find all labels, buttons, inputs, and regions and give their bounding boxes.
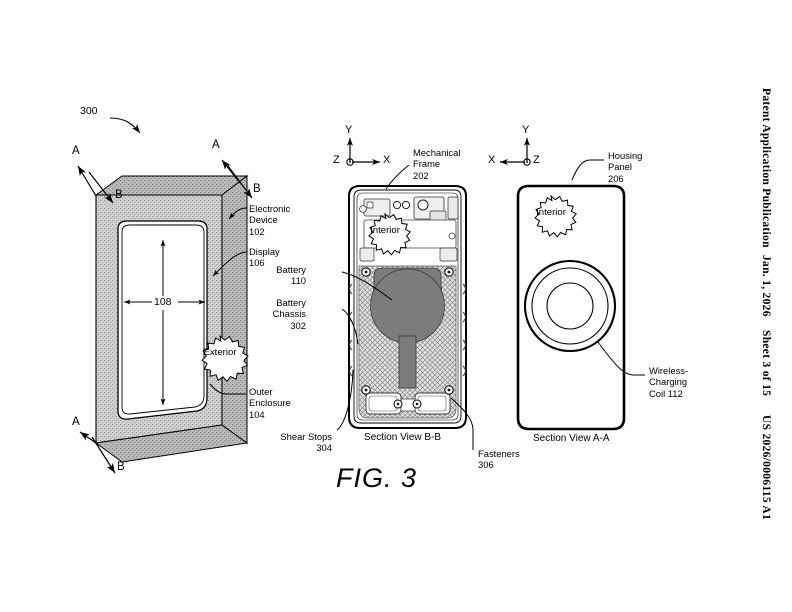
axis-label-z-middle: Z xyxy=(333,154,340,166)
battery-stem xyxy=(398,335,417,389)
section-arrow-b-topleft xyxy=(88,171,114,204)
axis-label-y-middle: Y xyxy=(345,124,353,136)
callout-housing-panel: Housing Panel 206 xyxy=(608,150,643,184)
interior-burst-shape-middle xyxy=(368,212,411,256)
leader-mechanical-frame xyxy=(385,164,410,190)
interior-burst-shape-right xyxy=(534,194,577,238)
device-inner-wall2-middle xyxy=(356,192,459,421)
exterior-burst-shape xyxy=(201,334,249,383)
battery-chassis-outline xyxy=(358,265,457,419)
leader-battery xyxy=(341,271,393,301)
callout-display: Display 106 xyxy=(249,246,280,269)
section-arrow-a-topleft xyxy=(77,165,97,197)
axis-z-dot-right xyxy=(526,161,528,163)
enclosure-right-face xyxy=(221,174,248,444)
figure-caption: FIG. 3 xyxy=(336,463,418,493)
fastener-centers xyxy=(364,270,451,406)
section-arrow-a-topright xyxy=(221,159,241,184)
callout-fasteners: Fasteners 306 xyxy=(478,448,520,471)
leader-electronic-device xyxy=(228,207,248,220)
axis-label-z-right: Z xyxy=(533,154,540,166)
section-view-b-b-title: Section View B-B xyxy=(364,432,442,443)
coil-inner-circle xyxy=(546,282,594,330)
shear-stop-marks xyxy=(349,283,466,377)
leader-shear-stops xyxy=(336,369,354,431)
section-mark-a-topright: A xyxy=(212,139,220,151)
axis-z-circle-right xyxy=(523,158,531,166)
leader-display xyxy=(212,251,248,277)
leader-housing-panel xyxy=(571,159,604,181)
section-mark-a-topleft: A xyxy=(72,145,80,157)
battery-disc xyxy=(370,268,445,344)
callout-battery: Battery 110 xyxy=(276,264,306,287)
axis-z-circle-middle xyxy=(346,158,354,166)
dimension-label-108: 108 xyxy=(154,296,172,308)
section-arrow-b-topright xyxy=(227,165,253,199)
left-perspective-view xyxy=(77,117,253,474)
exterior-burst-label: Exterior xyxy=(203,347,237,358)
leader-fasteners xyxy=(450,397,474,450)
axis-z-dot-middle xyxy=(349,161,351,163)
section-mark-b-topright: B xyxy=(253,183,261,195)
leader-outer-enclosure xyxy=(209,383,246,395)
section-view-a-a-title: Section View A-A xyxy=(533,433,610,444)
coil-mid-circle xyxy=(531,267,609,345)
callout-electronic-device: Electronic Device 102 xyxy=(249,203,291,237)
axis-label-x-middle: X xyxy=(383,154,391,166)
interior-burst-label-middle: Interior xyxy=(370,225,400,236)
axis-label-y-right: Y xyxy=(522,124,530,136)
section-mark-b-topleft: B xyxy=(115,189,123,201)
right-section-view xyxy=(500,138,645,431)
leader-battery-chassis xyxy=(341,308,359,345)
callout-battery-chassis: Battery Chassis 302 xyxy=(272,297,306,331)
figure-number-leader xyxy=(109,117,141,134)
section-arrow-b-bottomleft xyxy=(91,436,116,474)
middle-section-view xyxy=(336,138,474,450)
figure-number-300: 300 xyxy=(80,105,98,117)
callout-outer-enclosure: Outer Enclosure 104 xyxy=(249,386,291,420)
axis-label-x-right: X xyxy=(488,154,496,166)
section-mark-a-bottomleft: A xyxy=(72,416,80,428)
callout-shear-stops: Shear Stops 304 xyxy=(280,431,332,454)
housing-panel-outline xyxy=(516,184,626,431)
leader-wireless-coil xyxy=(597,341,645,376)
callout-mechanical-frame: Mechanical Frame 202 xyxy=(413,147,461,181)
device-inner-wall-middle xyxy=(353,189,462,424)
coil-outer-circle xyxy=(523,259,617,353)
interior-burst-label-right: Interior xyxy=(536,207,566,218)
callout-wireless-charging-coil: Wireless- Charging Coil 112 xyxy=(649,365,689,399)
section-mark-b-bottomleft: B xyxy=(117,461,125,473)
